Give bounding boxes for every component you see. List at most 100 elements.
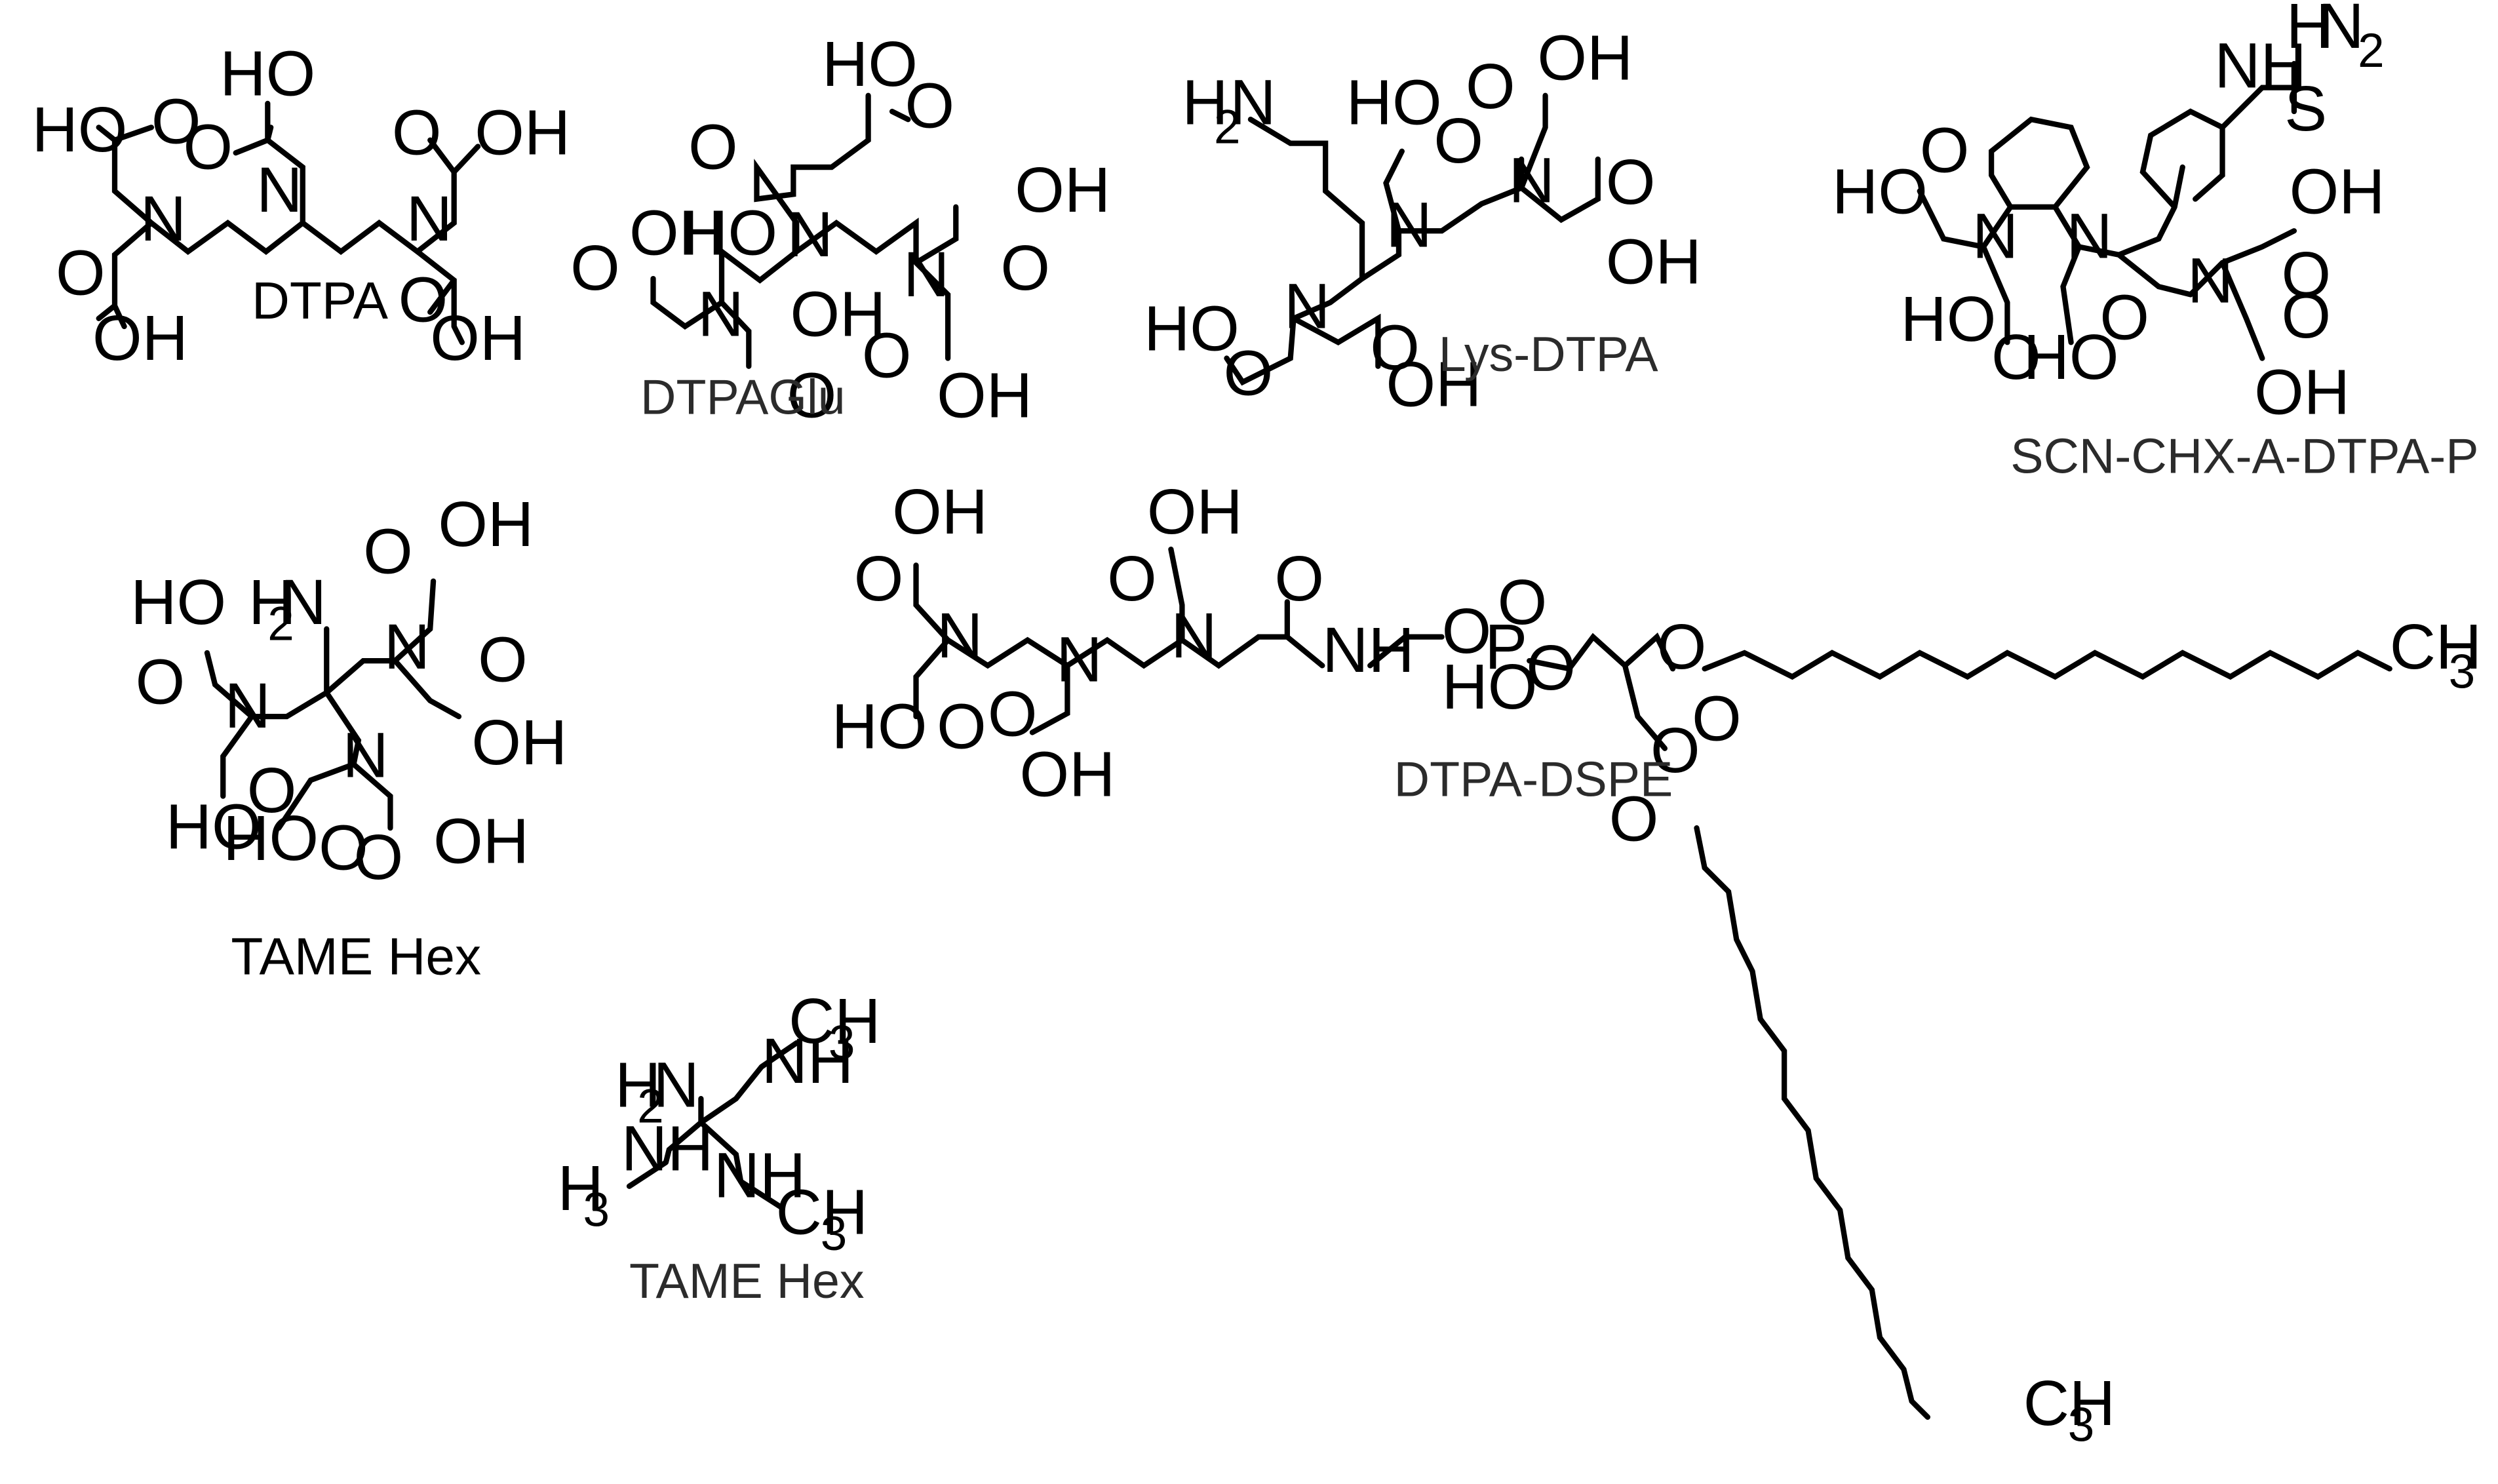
atom-oh: OH xyxy=(433,806,529,877)
atom-nh: NH xyxy=(762,1025,853,1097)
atom-ho: HO xyxy=(1832,156,1928,227)
atom-o: O xyxy=(1657,611,1707,682)
atom-o: O xyxy=(247,754,297,826)
molecule-tame-hex-2: H 2 N NH CH 3 NH H 3 NH CH 3 TAME Hex xyxy=(558,985,881,1308)
atom-o: O xyxy=(1692,683,1742,754)
subscript-3: 3 xyxy=(2068,1398,2095,1451)
atom-oh: OH xyxy=(937,359,1032,431)
atom-o: O xyxy=(787,359,837,431)
atom-o: O xyxy=(392,97,442,168)
atom-o: O xyxy=(2281,280,2331,351)
atom-n: N xyxy=(2318,0,2364,62)
molecule-dtpa: N N N HO O HO O O OH O OH O OH DTPA xyxy=(32,38,570,374)
atom-ho: HO xyxy=(1346,66,1442,138)
atom-oh: OH xyxy=(2290,156,2385,227)
atom-nh: NH xyxy=(714,1140,806,1211)
atom-h: H xyxy=(615,1049,661,1120)
molecule-dtpaglu: HO O O HO N N N OH O OH O OH O O OH DTPA… xyxy=(570,28,1110,431)
atom-o: O xyxy=(1434,105,1483,176)
molecule-dtpa-dspe: OH O N HO O N O OH OH O N O NH O O P HO … xyxy=(832,476,2482,1452)
atom-n: N xyxy=(903,239,949,310)
atom-oh: OH xyxy=(2254,357,2350,428)
atom-ho: HO xyxy=(166,791,262,863)
atom-ho: HO xyxy=(1442,651,1538,722)
atom-oh: OH xyxy=(92,302,188,374)
subscript-3: 3 xyxy=(2449,645,2476,698)
molecule-lys-dtpa: H 2 N HO O N N O OH O OH N HO O O OH Lys… xyxy=(1144,22,1702,420)
atom-oh: OH xyxy=(892,476,988,547)
atom-n: N xyxy=(698,279,744,350)
atom-o: O xyxy=(1609,783,1659,855)
atom-oh: OH xyxy=(1386,348,1482,420)
atom-oh: OH xyxy=(1015,154,1110,225)
atom-n: N xyxy=(937,600,983,671)
atom-oh: OH xyxy=(790,279,886,350)
caption-dtpa-dspe: DTPA-DSPE xyxy=(1394,752,1673,807)
subscript-3: 3 xyxy=(583,1183,610,1236)
atom-s: S xyxy=(2284,73,2327,144)
atom-h: H xyxy=(248,566,294,638)
caption-dtpaglu: DTPAGlu xyxy=(640,370,846,425)
atom-n: N xyxy=(1056,624,1102,695)
subscript-3: 3 xyxy=(821,1207,848,1260)
atom-h: H xyxy=(1182,66,1228,138)
atom-oh: OH xyxy=(1147,476,1243,547)
molecule-scn-chx-a-dtpa-p: H N 2 NH S O HO N N HO O N OH O HO O O O… xyxy=(1832,0,2478,483)
atom-o: O xyxy=(363,516,413,587)
atom-ho: HO xyxy=(32,94,128,165)
atom-nh: NH xyxy=(1322,614,1414,686)
atom-n: N xyxy=(2187,245,2233,317)
atom-ho: HO xyxy=(682,197,777,269)
atom-nh: NH xyxy=(2214,30,2306,102)
caption-scn-chx-a-dtpa-p: SCN-CHX-A-DTPA-P xyxy=(2010,428,2478,483)
atom-n: N xyxy=(1509,145,1555,216)
atom-o: O xyxy=(151,86,201,157)
atom-o: O xyxy=(1650,714,1700,786)
atom-o: O xyxy=(1466,50,1515,122)
atom-n: N xyxy=(1284,270,1330,342)
atom-n: N xyxy=(1972,201,2018,272)
atom-oh: OH xyxy=(430,302,526,374)
atom-o: O xyxy=(2281,239,2331,310)
atom-o: O xyxy=(688,111,738,183)
atom-oh: OH xyxy=(471,707,567,778)
atom-oh: OH xyxy=(475,97,570,168)
atom-o: O xyxy=(1274,543,1324,614)
atom-n: N xyxy=(1386,189,1432,261)
atom-ho: HO xyxy=(1144,292,1239,364)
atom-n: N xyxy=(787,199,833,270)
atom-o: O xyxy=(1498,566,1548,638)
atom-oh: OH xyxy=(1020,739,1116,810)
molecule-tame-hex-1: H 2 N HO O N N O OH O OH N O HO HO O O O… xyxy=(130,488,567,985)
caption-dtpa: DTPA xyxy=(252,271,388,330)
subscript-2: 2 xyxy=(267,598,294,651)
atom-o: O xyxy=(1920,114,1970,186)
atom-o: O xyxy=(184,111,233,183)
atom-ch: CH xyxy=(2023,1367,2115,1439)
atom-o: O xyxy=(937,691,986,762)
atom-o: O xyxy=(319,811,368,883)
atom-o: O xyxy=(1224,337,1274,408)
atom-n: N xyxy=(256,154,302,225)
atom-o: O xyxy=(1370,312,1420,383)
caption-tame-hex-1: TAME Hex xyxy=(231,927,481,986)
atom-nh: NH xyxy=(621,1112,713,1184)
atom-o: O xyxy=(570,232,620,303)
atom-o: O xyxy=(354,821,404,893)
subscript-2: 2 xyxy=(1214,101,1241,154)
caption-lys-dtpa: Lys-DTPA xyxy=(1439,326,1659,381)
atom-ch: CH xyxy=(789,985,880,1057)
subscript-2: 2 xyxy=(2358,24,2385,77)
atom-oh: OH xyxy=(438,488,534,560)
atom-o: O xyxy=(905,69,955,141)
atom-oh: OH xyxy=(1606,225,1702,297)
atom-ch: CH xyxy=(776,1177,868,1248)
atom-ch: CH xyxy=(2390,611,2482,682)
atom-oh: OH xyxy=(629,197,725,269)
atom-o: O xyxy=(1991,321,2041,393)
atom-n: N xyxy=(384,611,430,682)
atom-n: N xyxy=(653,1049,699,1120)
atom-o: O xyxy=(1526,632,1576,703)
atom-n: N xyxy=(140,183,186,254)
